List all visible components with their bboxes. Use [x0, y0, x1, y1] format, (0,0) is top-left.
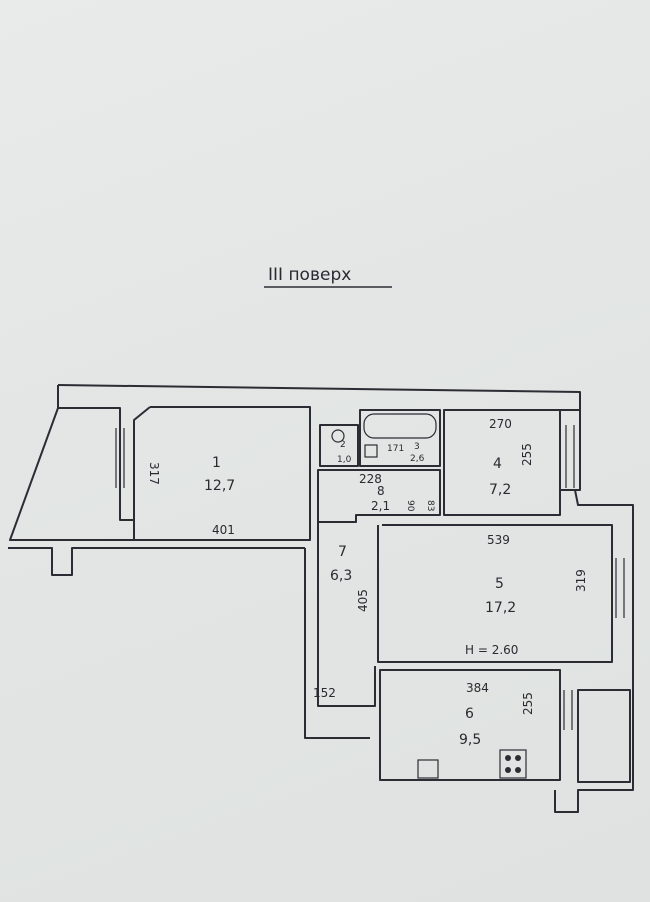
stove-burner-icon	[505, 767, 511, 773]
room-6-number: 6	[465, 706, 474, 722]
room-4-number: 4	[493, 456, 502, 472]
balcony	[577, 689, 631, 783]
outer-walls	[8, 384, 634, 813]
room-1-number: 1	[212, 455, 221, 471]
room-8-number: 8	[377, 484, 385, 498]
room-8-side-a: 90	[405, 500, 415, 512]
stove-icon	[499, 749, 527, 779]
room-1-area: 12,7	[204, 478, 235, 494]
room-5-height: 319	[574, 569, 588, 592]
room-1-width: 401	[212, 523, 235, 537]
room-6-height: 255	[521, 692, 535, 715]
room-2: 2 1,0	[319, 424, 359, 467]
room-5: 539 5 17,2 H = 2.60 319 405	[356, 524, 625, 663]
sink-icon	[417, 759, 439, 779]
toilet-icon	[331, 429, 345, 443]
room-3-width: 171	[387, 444, 404, 454]
room-5-ceiling: H = 2.60	[465, 643, 518, 657]
room-3-number: 3	[414, 442, 420, 452]
room-5-area: 17,2	[485, 600, 516, 616]
room-1-height: 317	[147, 462, 161, 485]
stove-burner-icon	[505, 755, 511, 761]
room-3-area: 2,6	[410, 454, 425, 464]
room-6-width: 384	[466, 681, 489, 695]
room-8-width: 228	[359, 472, 382, 486]
room-7-width: 152	[313, 686, 336, 700]
floor-title: III поверх	[268, 265, 351, 285]
room-7: 7 6,3 152	[313, 522, 376, 707]
room-7-area: 6,3	[330, 568, 352, 584]
room-6-area: 9,5	[459, 732, 481, 748]
room-5-number: 5	[495, 576, 504, 592]
room-8: 228 8 2,1 90 83	[317, 469, 441, 523]
room-4: 270 4 7,2 255	[443, 409, 575, 516]
room-2-area: 1,0	[337, 455, 352, 465]
room-8-side-b: 83	[425, 500, 435, 511]
sink-icon	[364, 444, 378, 458]
room-6: 384 6 9,5 255	[379, 669, 573, 781]
room-4-area: 7,2	[489, 482, 511, 498]
stove-burner-icon	[515, 755, 521, 761]
room-2-number: 2	[340, 440, 346, 450]
room-3: 171 3 2,6	[359, 409, 441, 467]
room-5-depth: 405	[356, 589, 370, 612]
room-7-number: 7	[338, 544, 347, 560]
bathtub-icon	[363, 413, 437, 439]
room-1: 1 12,7 401 317	[115, 406, 311, 541]
room-4-width: 270	[489, 417, 512, 431]
room-4-height: 255	[520, 443, 534, 466]
room-5-width: 539	[487, 533, 510, 547]
room-8-area: 2,1	[371, 499, 390, 513]
stove-burner-icon	[515, 767, 521, 773]
